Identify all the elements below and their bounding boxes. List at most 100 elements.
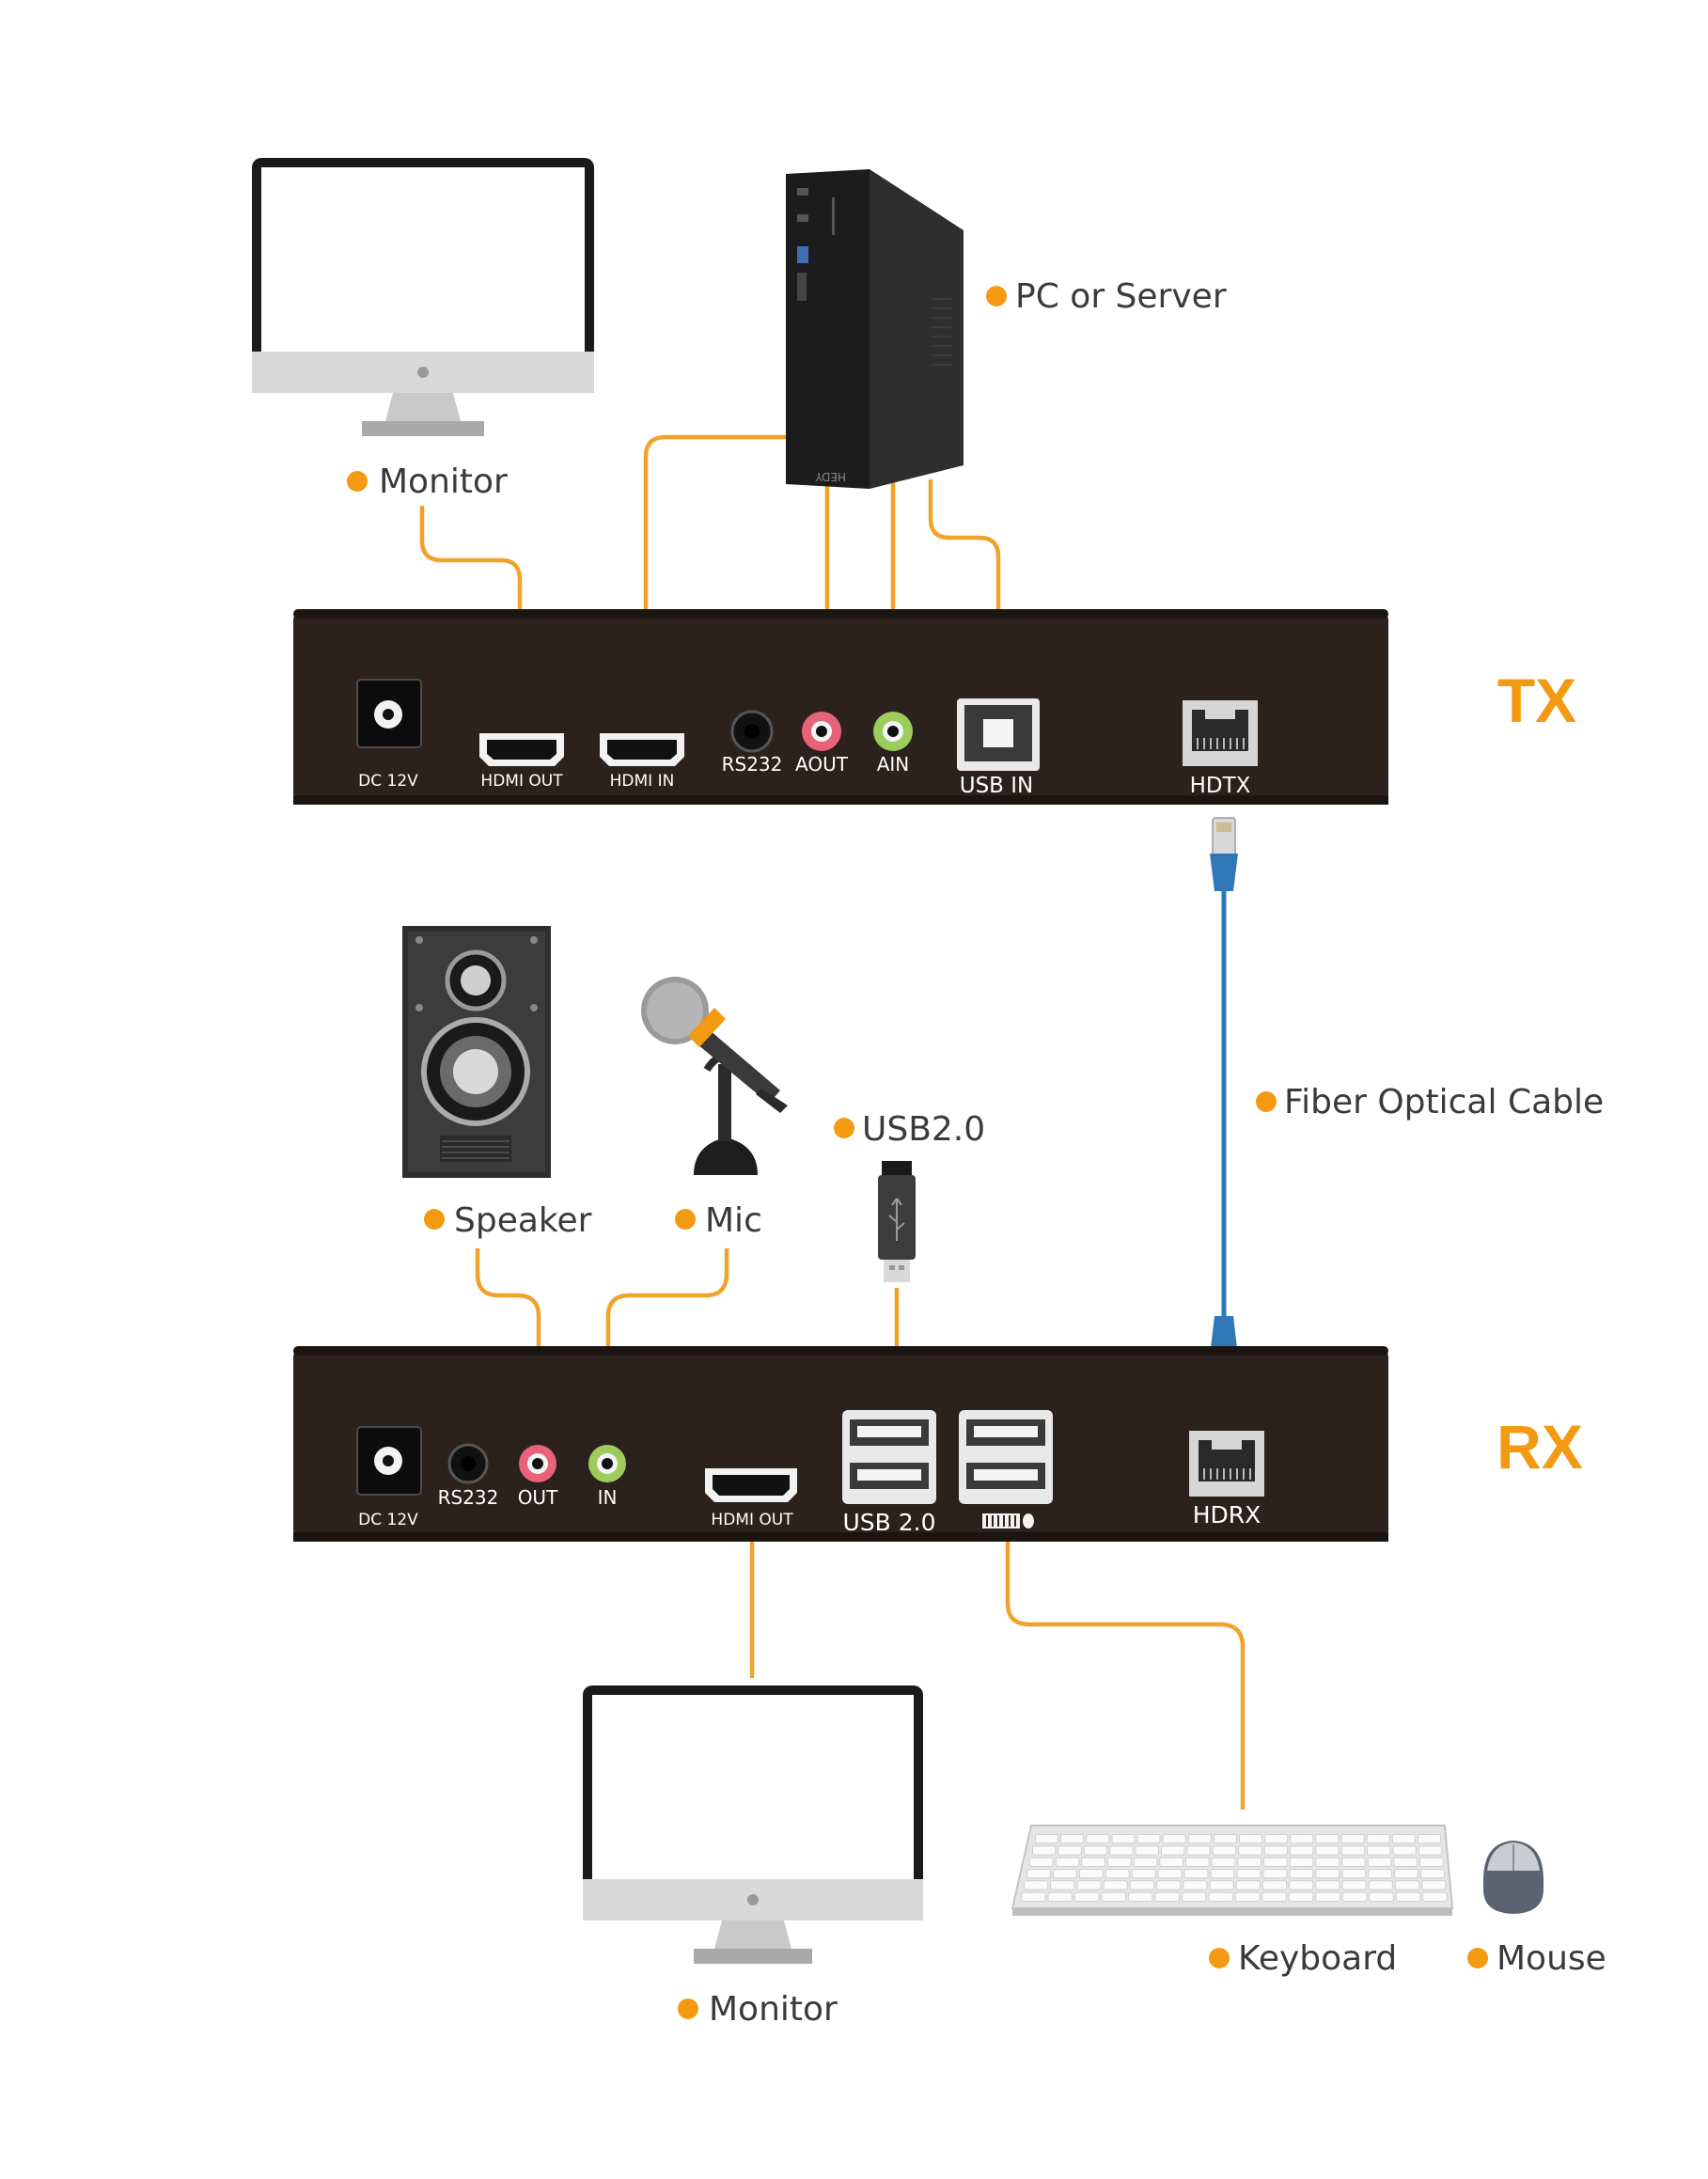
keyboard-key (1239, 1834, 1263, 1844)
keyboard-key (1127, 1891, 1153, 1902)
keyboard-key (1263, 1857, 1288, 1867)
tx-hdmi-out-label: HDMI OUT (480, 772, 563, 791)
keyboard-key (1050, 1880, 1075, 1890)
keyboard-key (1420, 1869, 1445, 1879)
keyboard-key (1264, 1834, 1289, 1844)
rx-rs232-jack (447, 1443, 489, 1484)
keyboard-key (1315, 1891, 1340, 1902)
fiber-cable (1210, 817, 1238, 1392)
keyboard-key (1086, 1834, 1110, 1844)
keyboard-key (1368, 1869, 1393, 1879)
keyboard-key (1183, 1880, 1208, 1890)
keyboard-key (1026, 1869, 1051, 1879)
keyboard-key (1032, 1845, 1057, 1856)
keyboard-key (1238, 1845, 1262, 1856)
keyboard-key (1422, 1891, 1448, 1902)
keyboard-key (1367, 1845, 1391, 1856)
label-mouse: Mouse (1467, 1939, 1606, 1978)
keyboard-key (1421, 1880, 1447, 1890)
keyboard-keys (1021, 1834, 1448, 1902)
keyboard-key (1262, 1869, 1288, 1879)
keyboard-key (1288, 1891, 1314, 1902)
keyboard-key (1236, 1869, 1261, 1879)
keyboard-key (1111, 1834, 1136, 1844)
keyboard-key (1133, 1857, 1158, 1867)
keyboard-key (1290, 1834, 1314, 1844)
rx-in-label: IN (598, 1486, 618, 1509)
tx-hdtx-label: HDTX (1190, 774, 1251, 798)
keyboard-key (1024, 1880, 1049, 1890)
cable-monitor-to-hdmi-out (419, 506, 523, 747)
keyboard-key (1315, 1834, 1340, 1844)
keyboard-key (1340, 1845, 1366, 1856)
keyboard-key (1058, 1845, 1082, 1856)
rx-title: RX (1496, 1412, 1583, 1481)
keyboard-key (1105, 1869, 1130, 1879)
tx-rs232-jack (730, 710, 774, 753)
keyboard-key (1183, 1869, 1209, 1879)
keyboard-key (1391, 1834, 1416, 1844)
label-speaker: Speaker (424, 1201, 592, 1240)
keyboard-key (1263, 1845, 1288, 1856)
keyboard-key (1261, 1891, 1287, 1902)
keyboard-key (1340, 1834, 1365, 1844)
rj45-connector-icon (1210, 817, 1238, 891)
keyboard-key (1156, 1880, 1182, 1890)
keyboard-key (1103, 1880, 1128, 1890)
speaker-label: Speaker (454, 1201, 592, 1240)
cable-pc-to-usb-in (928, 479, 1001, 714)
keyboard-key (1341, 1869, 1367, 1879)
keyboard-key (1083, 1845, 1108, 1856)
usb-drive-label: USB2.0 (862, 1110, 985, 1149)
tx-hdmi-in-label: HDMI IN (610, 772, 675, 791)
keyboard-key (1186, 1845, 1211, 1856)
keyboard-key (1315, 1857, 1340, 1867)
keyboard-key (1341, 1891, 1368, 1902)
rx-hdmi-out-port (705, 1468, 797, 1502)
keyboard-key (1209, 1880, 1234, 1890)
keyboard-key (1290, 1845, 1314, 1856)
keyboard-mouse-icon (982, 1513, 1034, 1528)
keyboard-icon (1011, 1825, 1454, 1916)
keyboard-key (1213, 1834, 1238, 1844)
mic-label: Mic (705, 1201, 762, 1240)
cable-pc-to-hdmi-in (643, 434, 788, 747)
label-keyboard: Keyboard (1209, 1939, 1397, 1978)
tx-hdtx-port (1183, 700, 1258, 766)
keyboard-key (1368, 1880, 1393, 1890)
rx-usb-ports (842, 1410, 1053, 1504)
keyboard-key (1394, 1880, 1420, 1890)
keyboard-key (1035, 1834, 1059, 1844)
keyboard-key (1185, 1857, 1210, 1867)
tx-dc-jack (356, 679, 422, 748)
tx-ain-jack (873, 712, 913, 751)
keyboard-key (1047, 1891, 1073, 1902)
monitor-top-label: Monitor (379, 462, 508, 501)
keyboard-key (1157, 1869, 1183, 1879)
keyboard-key (1101, 1891, 1126, 1902)
rx-out-label: OUT (518, 1486, 558, 1509)
cable-speaker-to-out (475, 1248, 541, 1462)
keyboard-key (1021, 1891, 1046, 1902)
pc-label: PC or Server (1015, 277, 1227, 316)
keyboard-key (1341, 1880, 1367, 1890)
keyboard-key (1136, 1834, 1161, 1844)
label-mic: Mic (675, 1201, 762, 1240)
tx-usb-in-port (957, 698, 1040, 771)
rx-dc-label: DC 12V (358, 1511, 418, 1529)
rx-hdmi-out-label: HDMI OUT (711, 1511, 793, 1529)
keyboard-key (1135, 1845, 1159, 1856)
keyboard-key (1315, 1845, 1340, 1856)
tx-aout-label: AOUT (795, 753, 849, 776)
keyboard-key (1055, 1857, 1080, 1867)
label-fiber: Fiber Optical Cable (1256, 1083, 1604, 1121)
keyboard-key (1393, 1857, 1418, 1867)
keyboard-key (1395, 1891, 1421, 1902)
keyboard-key (1187, 1834, 1212, 1844)
tx-rs232-label: RS232 (722, 753, 783, 776)
monitor-icon (252, 158, 594, 436)
tx-unit: DC 12V HDMI OUT HDMI IN RS232 AOUT (293, 609, 1388, 805)
keyboard-key (1315, 1880, 1340, 1890)
keyboard-key (1212, 1845, 1237, 1856)
